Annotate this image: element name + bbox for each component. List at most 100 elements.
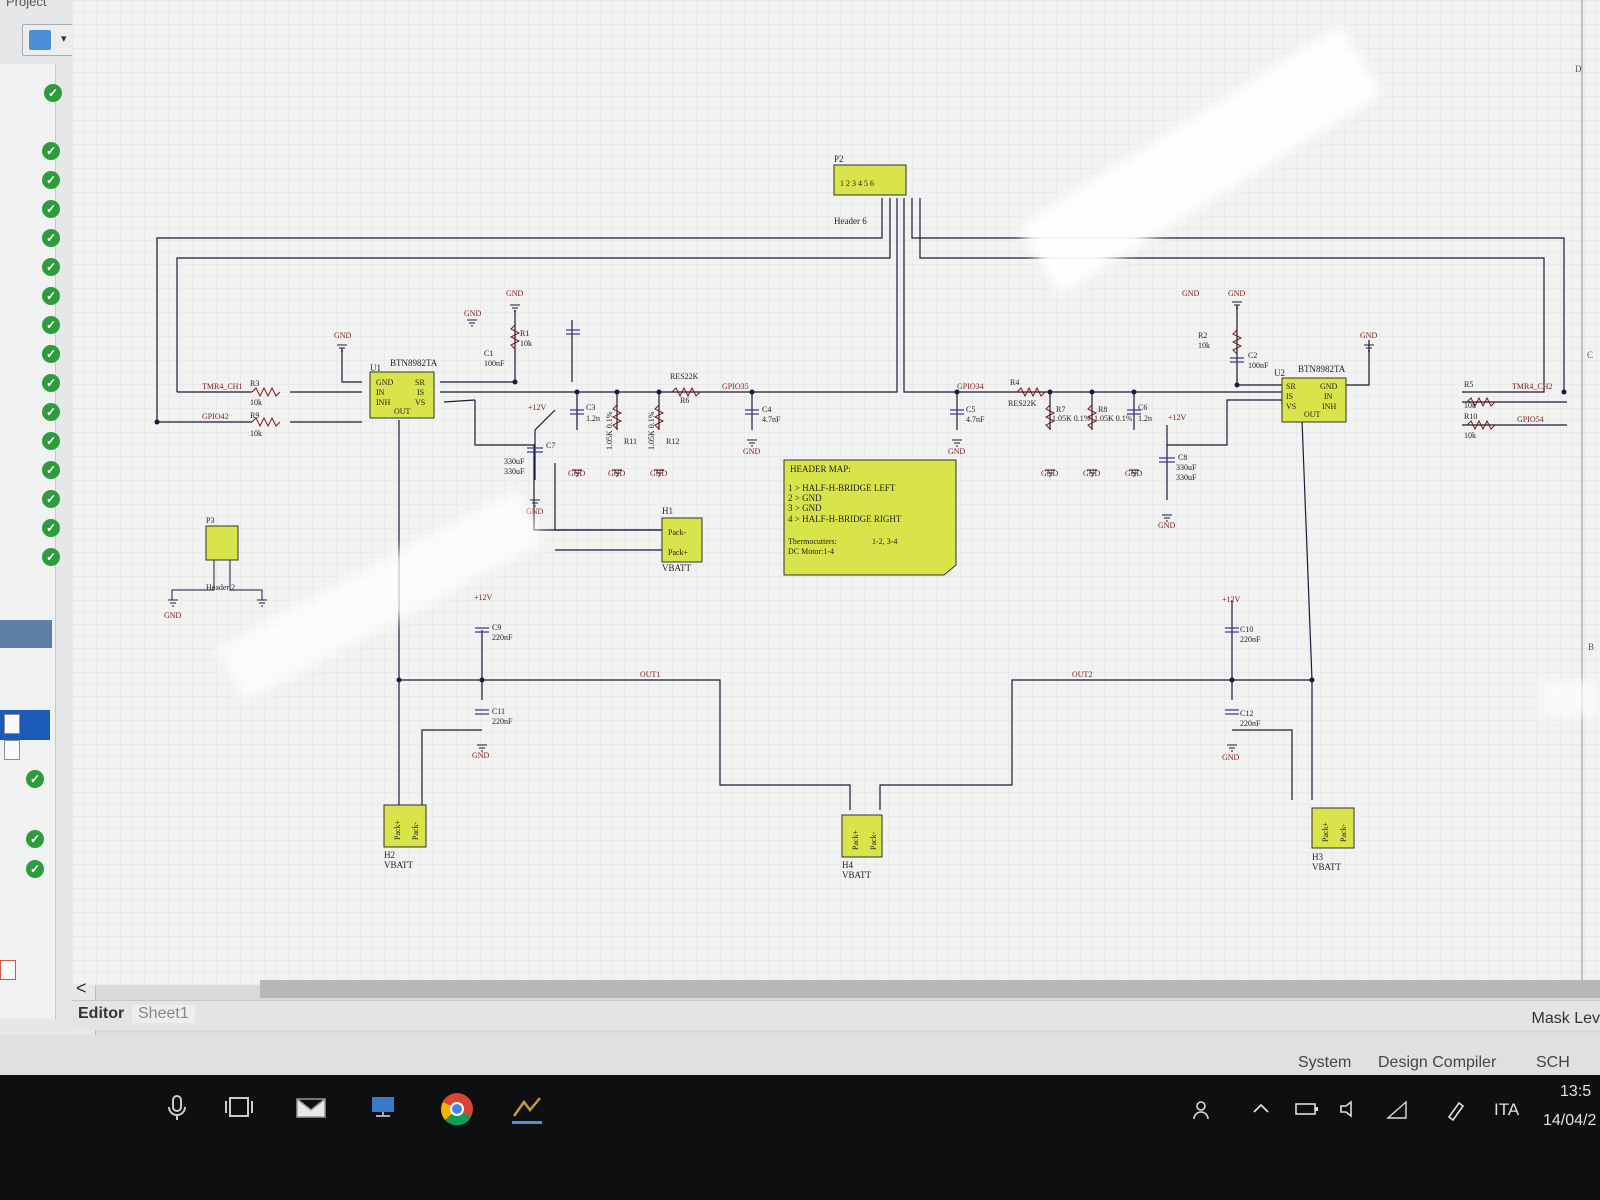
pen-icon[interactable] (1444, 1098, 1468, 1122)
computer-icon[interactable] (366, 1090, 400, 1124)
gnd-label: GND (464, 309, 482, 318)
connector-h1[interactable] (661, 517, 703, 563)
horizontal-scrollbar[interactable] (260, 980, 1600, 998)
network-icon[interactable] (1384, 1098, 1410, 1122)
junctions (154, 379, 1567, 683)
check-icon: ✓ (42, 142, 60, 160)
c12-ref: C12 (1240, 709, 1253, 718)
c8-value: 330uF (1176, 473, 1197, 482)
schematic-sheet[interactable]: D C B (72, 0, 1600, 985)
u1-pin-is: IS (417, 388, 424, 397)
schematic-canvas[interactable]: D C B (72, 0, 1600, 985)
u1-pin-out: OUT (394, 407, 411, 416)
net-out1: OUT1 (640, 670, 660, 679)
header-map-thermo-label: Thermocutters: (788, 537, 837, 546)
gnd-label: GND (650, 469, 668, 478)
connector-p3[interactable] (205, 525, 239, 561)
chevron-up-icon[interactable] (1250, 1098, 1272, 1120)
battery-icon[interactable] (1294, 1098, 1320, 1120)
gnd-label: GND (164, 611, 182, 620)
capacitor-symbols (475, 329, 1244, 715)
check-icon: ✓ (42, 490, 60, 508)
selected-file-row[interactable] (0, 620, 52, 648)
net-plus12v: +12V (528, 403, 547, 412)
microphone-icon[interactable] (160, 1090, 194, 1124)
clock-time[interactable]: 13:5 (1560, 1083, 1592, 1100)
c4-ref: C4 (762, 405, 771, 414)
h2-pin-minus: Pack- (411, 821, 420, 840)
u1-part: BTN8982TA (390, 358, 438, 368)
eda-app-icon[interactable] (510, 1090, 544, 1124)
r7-ref: R7 (1056, 405, 1065, 414)
driver-u2[interactable] (1281, 377, 1347, 423)
open-project-button[interactable]: ▾ (22, 24, 74, 56)
net-plus12v: +12V (1168, 413, 1187, 422)
c12-value: 220nF (1240, 719, 1261, 728)
tab-sheet1[interactable]: Sheet1 (132, 1005, 195, 1023)
mail-icon[interactable] (294, 1090, 328, 1124)
c7-ref: C7 (546, 441, 555, 450)
check-icon: ✓ (42, 403, 60, 421)
r9-value: 10k (250, 429, 262, 438)
status-bar (0, 1035, 1600, 1075)
status-sch[interactable]: SCH (1536, 1054, 1570, 1071)
ground-symbols (168, 301, 1374, 752)
mask-level-control[interactable]: Mask Lev (1531, 1010, 1600, 1027)
u2-pin-is: IS (1286, 392, 1293, 401)
gnd-label: GND (526, 507, 544, 516)
tab-editor[interactable]: Editor (78, 1005, 125, 1022)
gnd-label: GND (1158, 521, 1176, 530)
c7-value: 330uF (504, 457, 525, 466)
header-map-line3: 3 > GND (788, 503, 822, 513)
selected-file-row[interactable] (0, 710, 50, 740)
gnd-label: GND (506, 289, 524, 298)
r11-ref: R11 (624, 437, 637, 446)
header-p2[interactable] (833, 164, 907, 196)
u1-pin-vs: VS (415, 398, 425, 407)
u1-ref: U1 (370, 363, 381, 373)
file-icon[interactable] (4, 740, 20, 760)
status-system[interactable]: System (1298, 1054, 1352, 1071)
gnd-label: GND (1182, 289, 1200, 298)
u2-pin-vs: VS (1286, 402, 1296, 411)
editor-tabbar: Editor Sheet1 (72, 1000, 1600, 1030)
resistor-symbols (251, 324, 1496, 431)
u2-pin-in: IN (1324, 392, 1333, 401)
gnd-label: GND (1222, 753, 1240, 762)
component-text: P2 1 2 3 4 5 6 Header 6 U1 BTN8982TA GND… (206, 154, 1346, 880)
header-map-note[interactable] (783, 459, 957, 576)
driver-u1[interactable] (369, 371, 435, 419)
pdf-file-icon[interactable] (0, 960, 16, 980)
connector-h4[interactable] (841, 814, 883, 858)
clock-date[interactable]: 14/04/2 (1543, 1112, 1597, 1129)
header-map-line4: 4 > HALF-H-BRIDGE RIGHT (788, 514, 902, 524)
chevron-down-icon[interactable]: ▾ (61, 33, 67, 45)
h1-vbatt: VBATT (662, 563, 692, 573)
u2-pin-inh: INH (1322, 402, 1336, 411)
c4-value: 4.7nF (762, 415, 781, 424)
header-map-motor: DC Motor:1-4 (788, 547, 834, 556)
connector-h2[interactable] (383, 804, 427, 848)
scroll-left-arrow-icon[interactable]: < (76, 978, 87, 998)
u1-pin-in: IN (376, 388, 385, 397)
c8-value: 330uF (1176, 463, 1197, 472)
gnd-label: GND (743, 447, 761, 456)
people-icon[interactable] (1192, 1098, 1216, 1122)
net-gpio35: GPIO35 (722, 382, 749, 391)
header-map-thermo-pins: 1-2, 3-4 (872, 537, 897, 546)
language-indicator[interactable]: ITA (1494, 1100, 1520, 1119)
connector-h3[interactable] (1311, 807, 1355, 849)
u2-ref: U2 (1274, 368, 1285, 378)
r8-ref: R8 (1098, 405, 1107, 414)
zone-marker-c: C (1587, 350, 1593, 360)
task-view-icon[interactable] (222, 1090, 256, 1124)
u2-pin-sr: SR (1286, 382, 1296, 391)
status-design-compiler[interactable]: Design Compiler (1378, 1054, 1497, 1071)
volume-icon[interactable] (1338, 1098, 1362, 1120)
check-icon: ✓ (26, 830, 44, 848)
check-icon: ✓ (42, 171, 60, 189)
chrome-icon[interactable] (438, 1090, 476, 1128)
u1-pin-gnd: GND (376, 378, 394, 387)
c3-ref: C3 (586, 403, 595, 412)
zone-marker-b: B (1588, 642, 1594, 652)
